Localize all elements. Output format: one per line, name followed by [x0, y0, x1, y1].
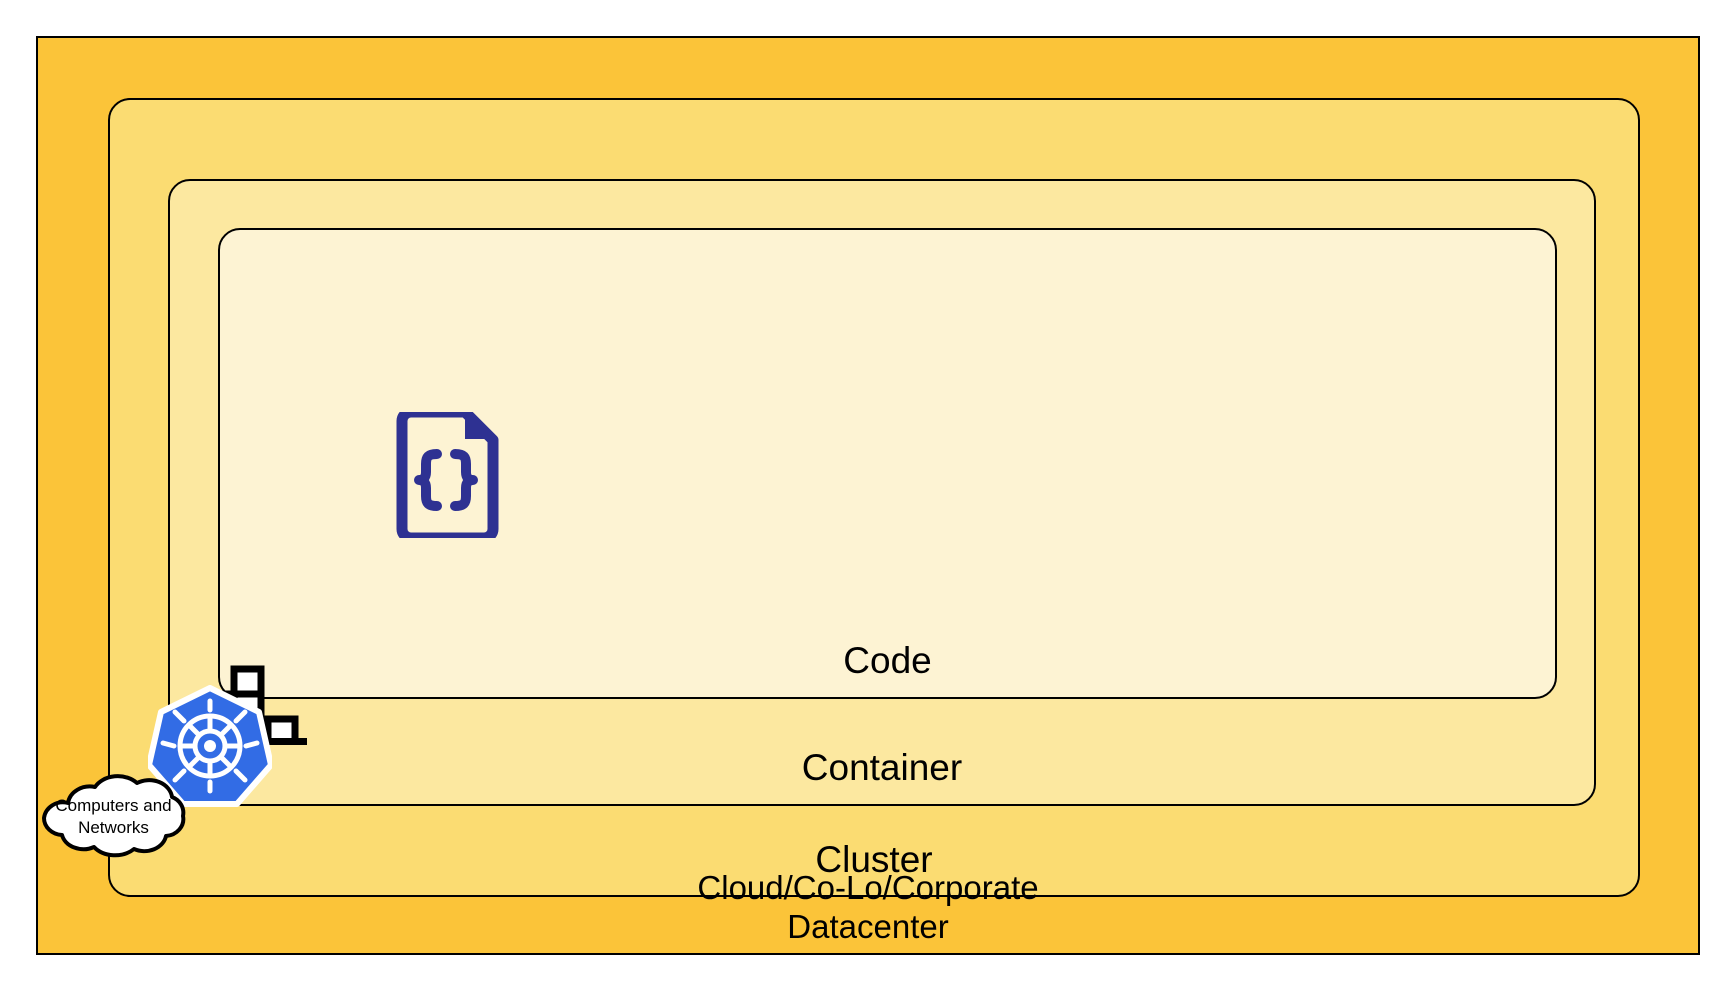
computers-and-networks-label: Computers and Networks	[55, 796, 172, 837]
layer-code-label: Code	[843, 640, 932, 682]
layer-cluster-label: Cluster	[815, 839, 933, 881]
code-file-braces-icon	[390, 406, 502, 544]
layer-code[interactable]: Code	[218, 228, 1557, 699]
layer-datacenter[interactable]: Code	[36, 36, 1700, 955]
layer-cluster[interactable]: Code	[108, 98, 1640, 897]
computers-and-networks-cloud[interactable]: Computers and Networks	[32, 769, 195, 865]
layer-datacenter-label: Cloud/Co-Lo/Corporate Datacenter	[697, 869, 1039, 946]
layer-container-label: Container	[801, 747, 963, 789]
layer-container[interactable]: Code	[168, 179, 1596, 806]
kubernetes-helm-icon	[146, 685, 274, 807]
